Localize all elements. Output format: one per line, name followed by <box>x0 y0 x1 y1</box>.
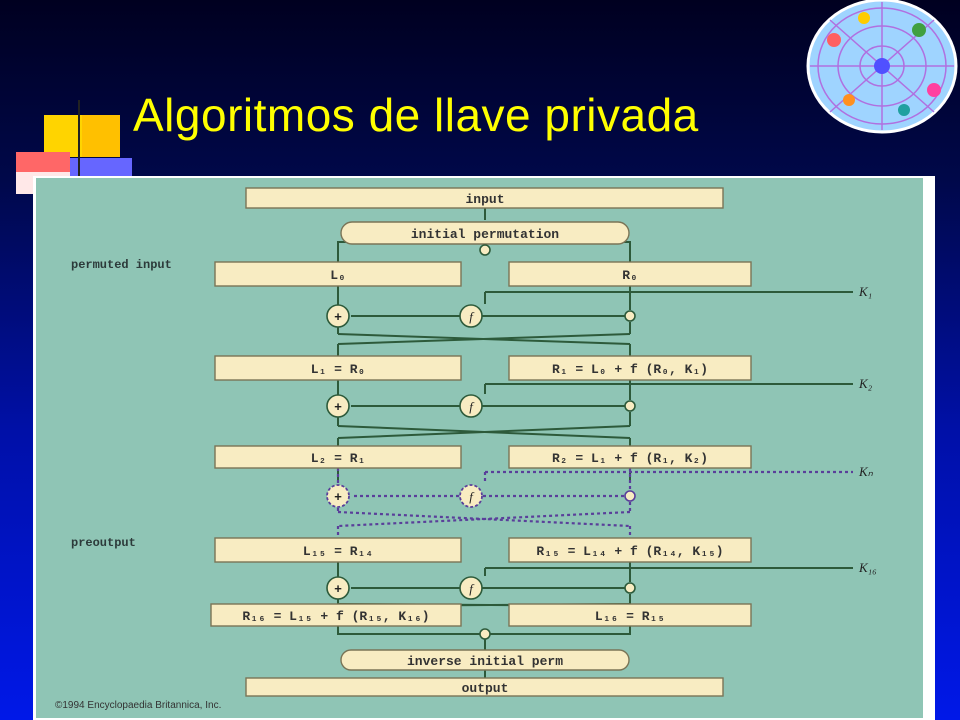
svg-text:f: f <box>469 309 475 324</box>
svg-text:f: f <box>469 399 475 414</box>
l0-box <box>214 261 462 287</box>
r0-label: R₀ <box>622 268 638 283</box>
deco-square-red <box>16 152 70 172</box>
round-16-ops: + f <box>326 576 636 600</box>
tap-node-16 <box>624 582 636 594</box>
split-node <box>479 244 491 256</box>
svg-text:+: + <box>334 309 342 324</box>
deco-square-yellow <box>44 115 84 157</box>
l1-label: L₁ = R₀ <box>311 362 366 377</box>
key-k2-label: K₂ <box>858 376 873 391</box>
join-node <box>479 628 491 640</box>
l15-box <box>214 537 462 563</box>
svg-text:+: + <box>334 581 342 596</box>
r15-box <box>508 537 752 563</box>
l1-box <box>214 355 462 381</box>
input-box <box>245 187 724 209</box>
tap-node-n <box>624 490 636 502</box>
output-label: output <box>462 681 509 696</box>
diagram-background <box>36 178 923 718</box>
initial-permutation-box <box>340 221 630 245</box>
des-diagram: input initial permutation L₀ R₀ L₁ = R₀ … <box>33 176 935 720</box>
inverse-permutation-label: inverse initial perm <box>407 654 563 669</box>
slide-title: Algoritmos de llave privada <box>133 89 699 141</box>
preoutput-label: preoutput <box>71 536 136 550</box>
deco-square-gold <box>82 115 120 157</box>
f-node-n <box>459 484 483 508</box>
svg-text:+: + <box>334 399 342 414</box>
xor-node-n <box>326 484 350 508</box>
f-node-16 <box>459 576 483 600</box>
r1-label: R₁ = L₀ + f (R₀, K₁) <box>552 362 708 377</box>
xor-node-2 <box>326 394 350 418</box>
r16-box <box>210 603 462 627</box>
output-box <box>245 677 724 697</box>
svg-text:f: f <box>469 489 475 504</box>
permuted-input-label: permuted input <box>71 258 172 272</box>
round-1-ops: + f <box>326 304 636 328</box>
l0-label: L₀ <box>330 268 346 283</box>
input-label: input <box>465 192 504 207</box>
deco-line-vertical <box>78 100 80 200</box>
key-kn-label: Kₙ <box>858 464 874 479</box>
tap-node-1 <box>624 310 636 322</box>
round-2-ops: + f <box>326 394 636 418</box>
round-n-ops: + f <box>326 484 636 508</box>
r2-box <box>508 445 752 469</box>
inverse-permutation-box <box>340 649 630 671</box>
l16-box <box>508 603 752 627</box>
r15-label: R₁₅ = L₁₄ + f (R₁₄, K₁₅) <box>536 544 723 559</box>
web-globe-icon <box>806 0 958 134</box>
svg-text:+: + <box>334 489 342 504</box>
tap-node-2 <box>624 400 636 412</box>
l2-label: L₂ = R₁ <box>311 451 366 466</box>
key-k1-label: K₁ <box>858 284 872 299</box>
l16-label: L₁₆ = R₁₅ <box>595 609 665 624</box>
key-k16-label: K₁₆ <box>858 560 877 575</box>
f-node-1 <box>459 304 483 328</box>
r2-label: R₂ = L₁ + f (R₁, K₂) <box>552 451 708 466</box>
copyright-text: ©1994 Encyclopaedia Britannica, Inc. <box>55 700 221 711</box>
initial-permutation-label: initial permutation <box>411 227 559 242</box>
r0-box <box>508 261 752 287</box>
r1-box <box>508 355 752 381</box>
xor-node-1 <box>326 304 350 328</box>
deco-square-blue <box>70 158 132 178</box>
r16-label: R₁₆ = L₁₅ + f (R₁₅, K₁₆) <box>242 609 429 624</box>
l15-label: L₁₅ = R₁₄ <box>303 544 373 559</box>
xor-node-16 <box>326 576 350 600</box>
svg-text:f: f <box>469 581 475 596</box>
l2-box <box>214 445 462 469</box>
f-node-2 <box>459 394 483 418</box>
